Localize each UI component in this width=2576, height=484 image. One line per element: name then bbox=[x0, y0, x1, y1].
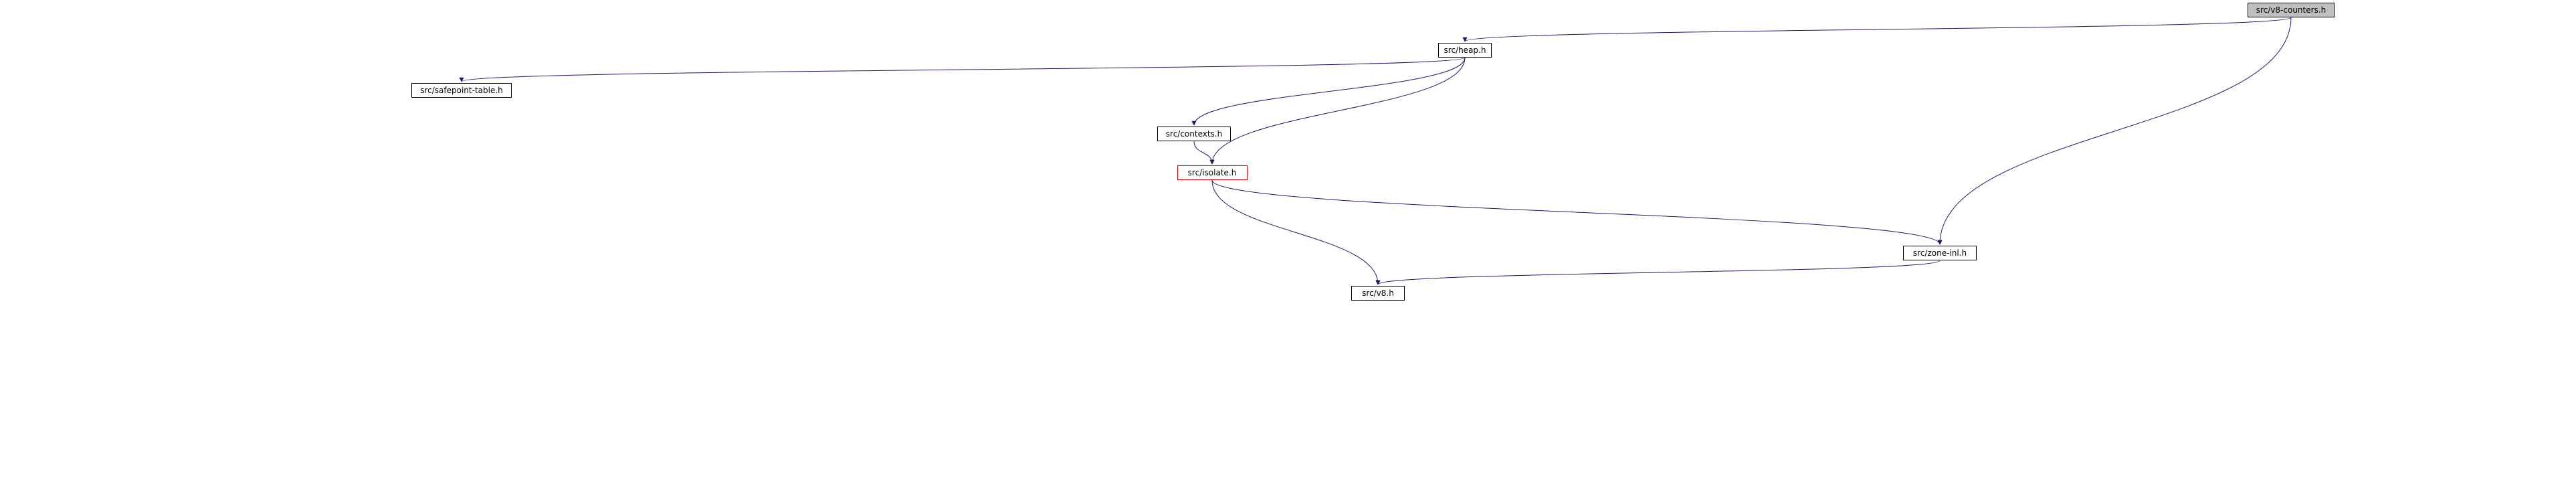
edge-v8-counters-h-to-heap-h bbox=[1462, 17, 2292, 42]
edge-contexts-h-to-isolate-h bbox=[1193, 141, 1215, 165]
node-contexts-h[interactable]: src/contexts.h bbox=[1157, 127, 1231, 141]
edge-isolate-h-to-v8-h bbox=[1211, 179, 1381, 285]
node-safepoint-table-h[interactable]: src/safepoint-table.h bbox=[411, 83, 512, 98]
node-v8-counters-h[interactable]: src/v8-counters.h bbox=[2248, 3, 2335, 17]
node-v8-h[interactable]: src/v8.h bbox=[1351, 286, 1405, 301]
edge-heap-h-to-contexts-h bbox=[1191, 57, 1466, 126]
edge-isolate-h-to-zone-inl-h bbox=[1211, 179, 1943, 245]
edge-v8-counters-h-to-zone-inl-h bbox=[1937, 17, 2292, 245]
edge-heap-h-to-safepoint-table-h bbox=[459, 57, 1466, 82]
edge-heap-h-to-isolate-h bbox=[1209, 57, 1466, 165]
node-heap-h[interactable]: src/heap.h bbox=[1438, 43, 1492, 58]
node-zone-inl-h[interactable]: src/zone-inl.h bbox=[1903, 246, 1977, 260]
edge-zone-inl-h-to-v8-h bbox=[1375, 260, 1941, 285]
node-isolate-h[interactable]: src/isolate.h bbox=[1177, 165, 1248, 180]
